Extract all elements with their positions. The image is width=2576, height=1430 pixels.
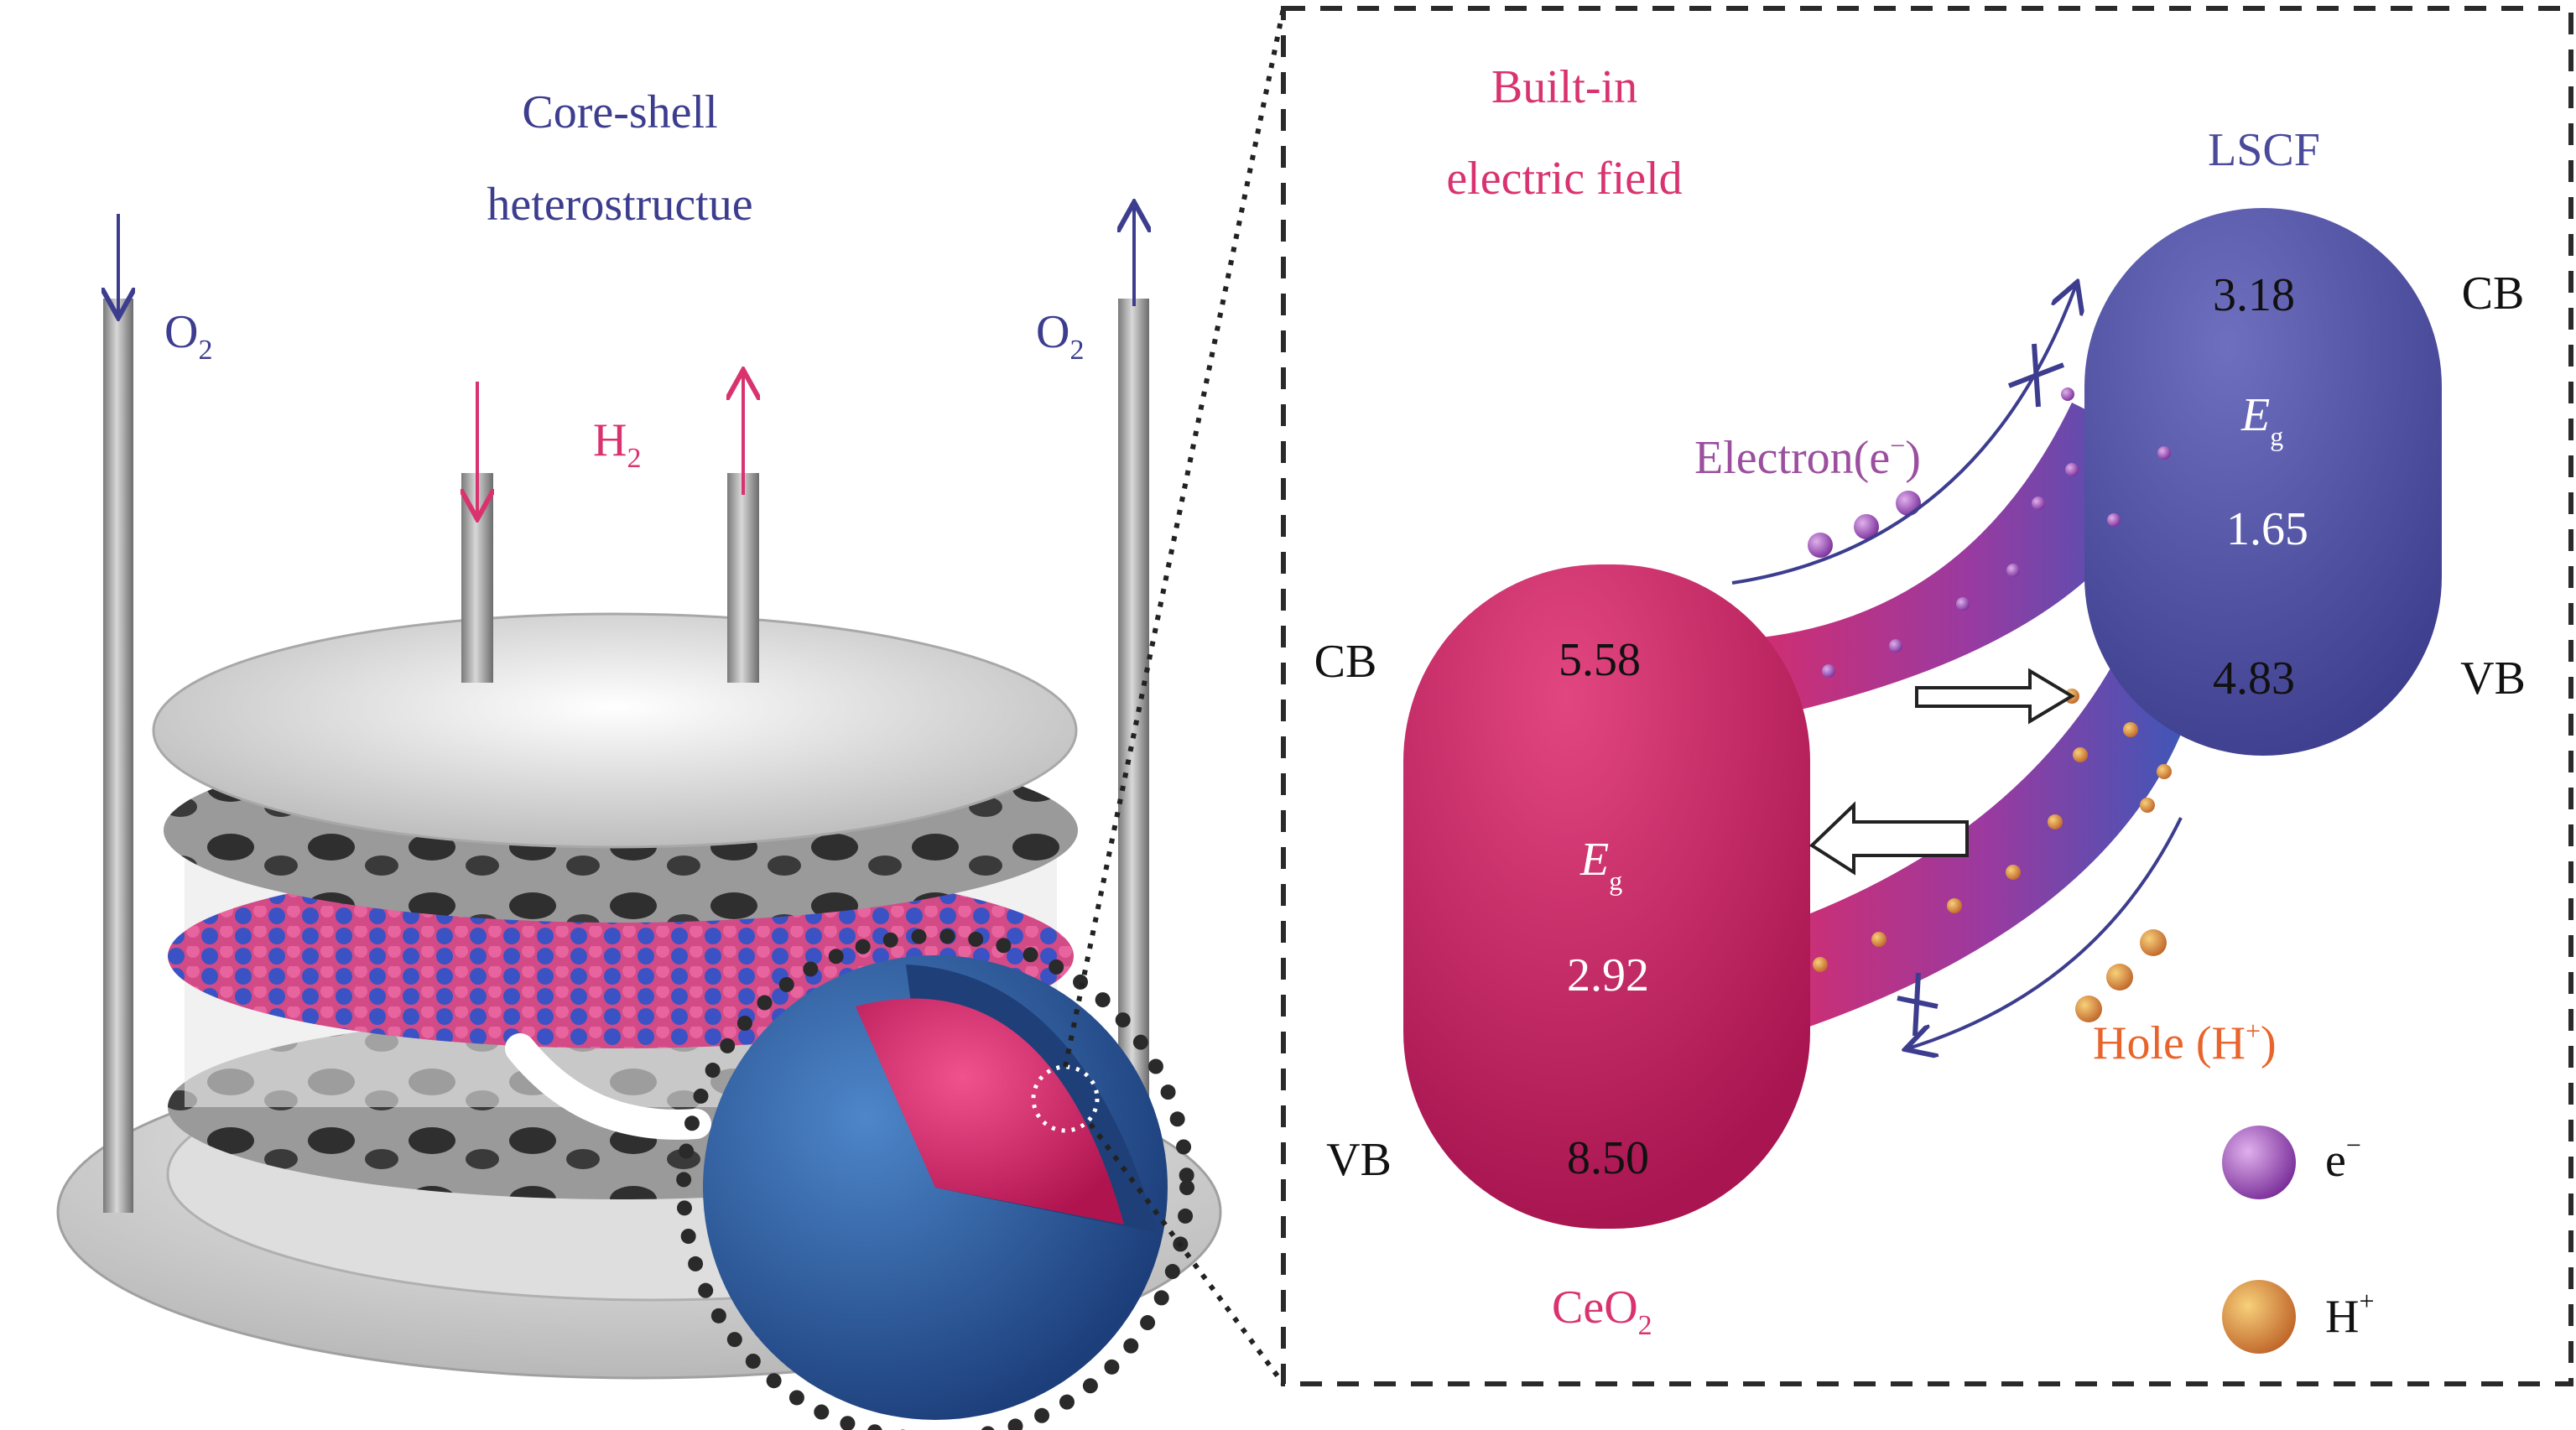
o2-rod-right: [1118, 299, 1149, 1162]
ceo2-eg-symbol: Eg: [1579, 834, 1622, 896]
title-line2: heterostructue: [487, 179, 752, 231]
zoom-box: [1281, 6, 2573, 1386]
electron-label: Electron(e−): [1694, 430, 1921, 484]
band-diagram: [1403, 208, 2442, 1229]
title-line1: Core-shell: [522, 86, 717, 138]
legend: e− H+: [2222, 1126, 2375, 1354]
ceo2-cb-label: CB: [1314, 636, 1377, 688]
legend-hole-sphere-icon: [2222, 1280, 2296, 1354]
lscf-eg-value: 1.65: [2226, 503, 2308, 555]
lscf-band-block: [2084, 208, 2442, 756]
core-shell-particle: [676, 928, 1194, 1430]
ceo2-eg-value: 2.92: [1567, 949, 1649, 1001]
electron-flow-arrow-icon: [1731, 285, 2076, 585]
hole-particles: [1813, 689, 2172, 1022]
legend-electron-label: e−: [2325, 1130, 2361, 1187]
legend-hole-label: H+: [2325, 1286, 2375, 1343]
o2-left-label: O2: [164, 306, 212, 366]
field-label-line1: Built-in: [1491, 61, 1637, 113]
lscf-label: LSCF: [2208, 124, 2320, 176]
flow-arrows: [118, 205, 1134, 516]
electron-band: [1762, 403, 2173, 713]
legend-electron-sphere-icon: [2222, 1126, 2296, 1199]
ceo2-band-block: [1403, 564, 1810, 1229]
ceo2-cb-value: 5.58: [1559, 634, 1641, 686]
lscf-vb-value: 4.83: [2213, 653, 2295, 705]
lscf-cb-label: CB: [2462, 268, 2525, 320]
ceo2-core: [856, 998, 1124, 1225]
hole-blocked-x-icon: [1897, 972, 1939, 1037]
field-label-line2: electric field: [1446, 153, 1682, 205]
ceo2-vb-label: VB: [1326, 1134, 1392, 1186]
dotted-outline: [676, 928, 1194, 1430]
hole-band: [1787, 663, 2189, 1032]
hole-label: Hole (H+): [2093, 1016, 2277, 1069]
zoom-connector-bottom: [1088, 1122, 1286, 1386]
electron-blocked-x-icon: [2007, 343, 2065, 408]
curved-arrow-icon: [505, 1033, 711, 1140]
ceo2-vb-value: 8.50: [1567, 1132, 1649, 1184]
lscf-cb-value: 3.18: [2213, 269, 2295, 321]
right-labels: Built-in electric field LSCF 3.18 Eg 1.6…: [1314, 61, 2526, 1341]
left-labels: Core-shell heterostructue O2 O2 H2: [164, 86, 1084, 474]
lscf-vb-label: VB: [2460, 653, 2526, 705]
h2-label: H2: [593, 414, 641, 474]
h2-outlet-rod: [727, 473, 759, 683]
field-arrow-left-icon: [1808, 801, 1969, 876]
zoom-connector-top: [1063, 8, 1286, 1068]
field-arrow-right-icon: [1915, 668, 2075, 725]
lscf-eg-symbol: Eg: [2240, 389, 2283, 451]
o2-rod-left: [103, 299, 133, 1213]
ceo2-label: CeO2: [1552, 1282, 1652, 1341]
hole-flow-arrow-icon: [1908, 817, 2183, 1048]
top-plate: [152, 612, 1078, 849]
o2-right-label: O2: [1036, 306, 1084, 366]
interface-highlight: [1031, 1064, 1100, 1133]
